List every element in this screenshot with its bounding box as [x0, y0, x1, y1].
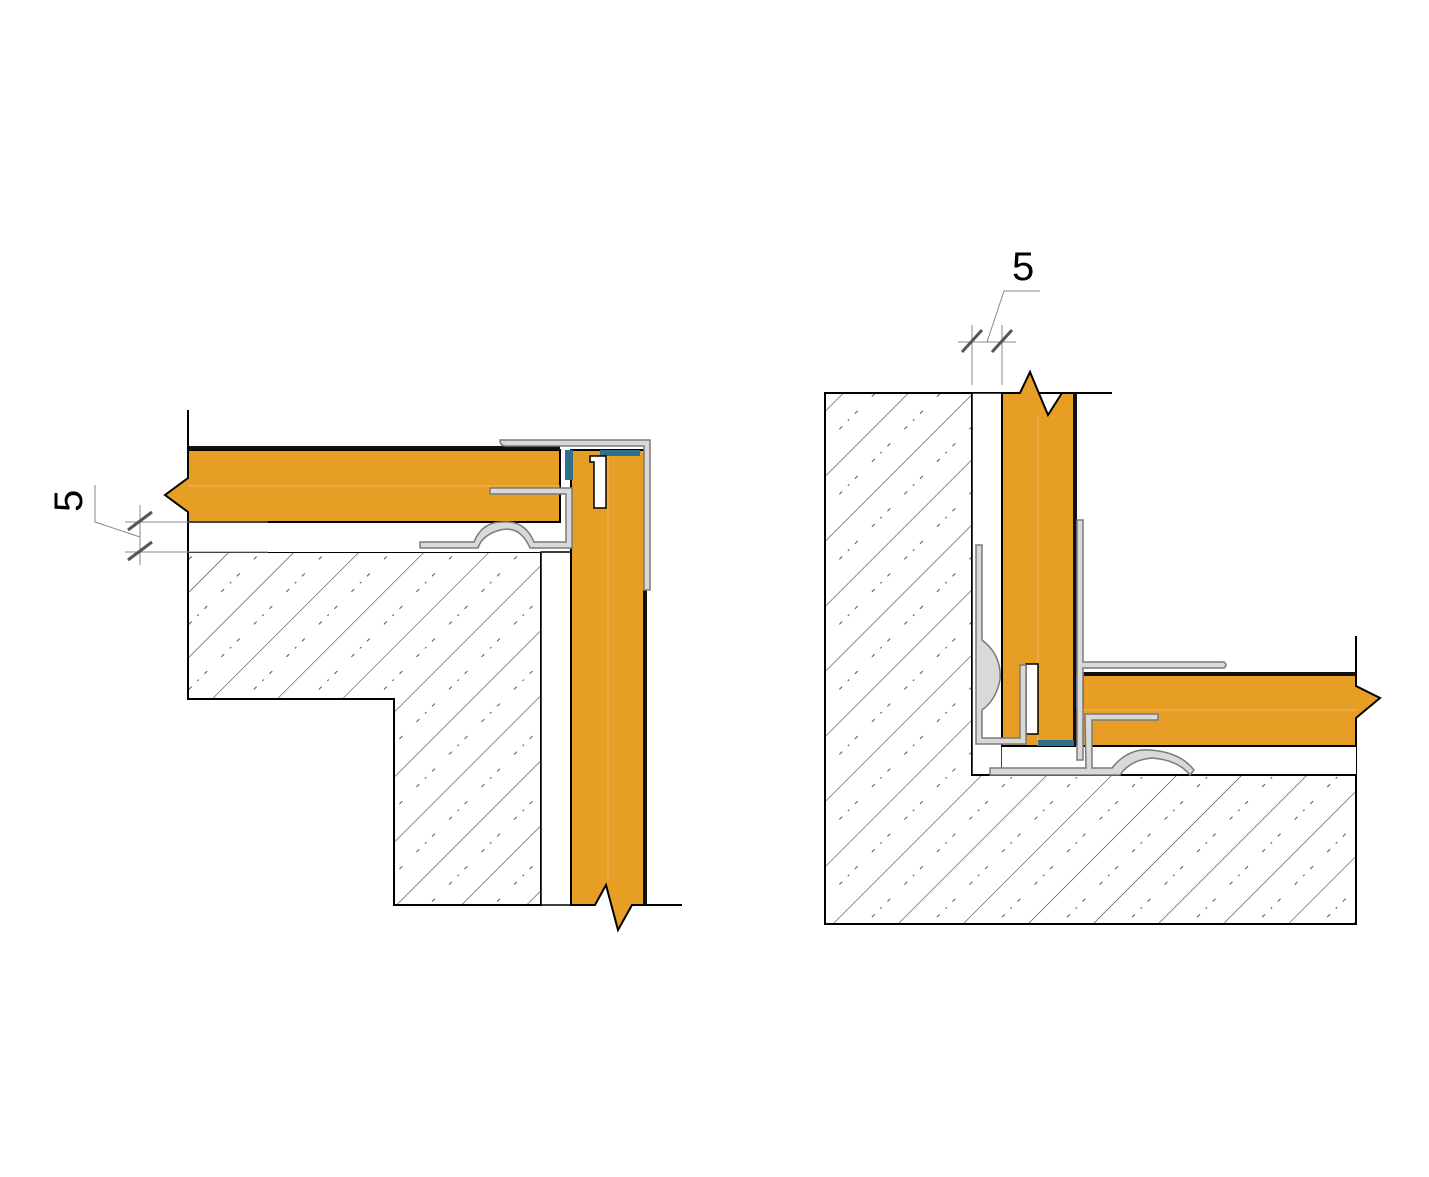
right-dimension-label: 5 [1012, 245, 1034, 289]
left-adhesive-gap-vertical [540, 551, 572, 906]
right-corner-profile [1076, 519, 1227, 761]
left-joint-seal-top [600, 450, 640, 456]
right-t-profile [1025, 663, 1039, 735]
right-horizontal-clip-profile [989, 713, 1195, 777]
left-external-corner-detail: 5 [47, 410, 682, 933]
left-gap-dimension: 5 [47, 485, 268, 565]
right-vertical-clip-profile [975, 544, 1027, 745]
right-masonry-wall [824, 392, 1357, 925]
left-corner-cover-profile [499, 439, 651, 591]
left-clip-profile [419, 487, 573, 549]
right-internal-corner-detail: 5 [824, 245, 1382, 925]
left-t-profile [589, 455, 607, 509]
left-dimension-label: 5 [47, 490, 91, 512]
right-joint-seal-bottom [1038, 740, 1074, 746]
right-gap-dimension: 5 [958, 245, 1040, 385]
left-joint-seal [565, 450, 573, 480]
left-masonry-wall [187, 551, 542, 906]
